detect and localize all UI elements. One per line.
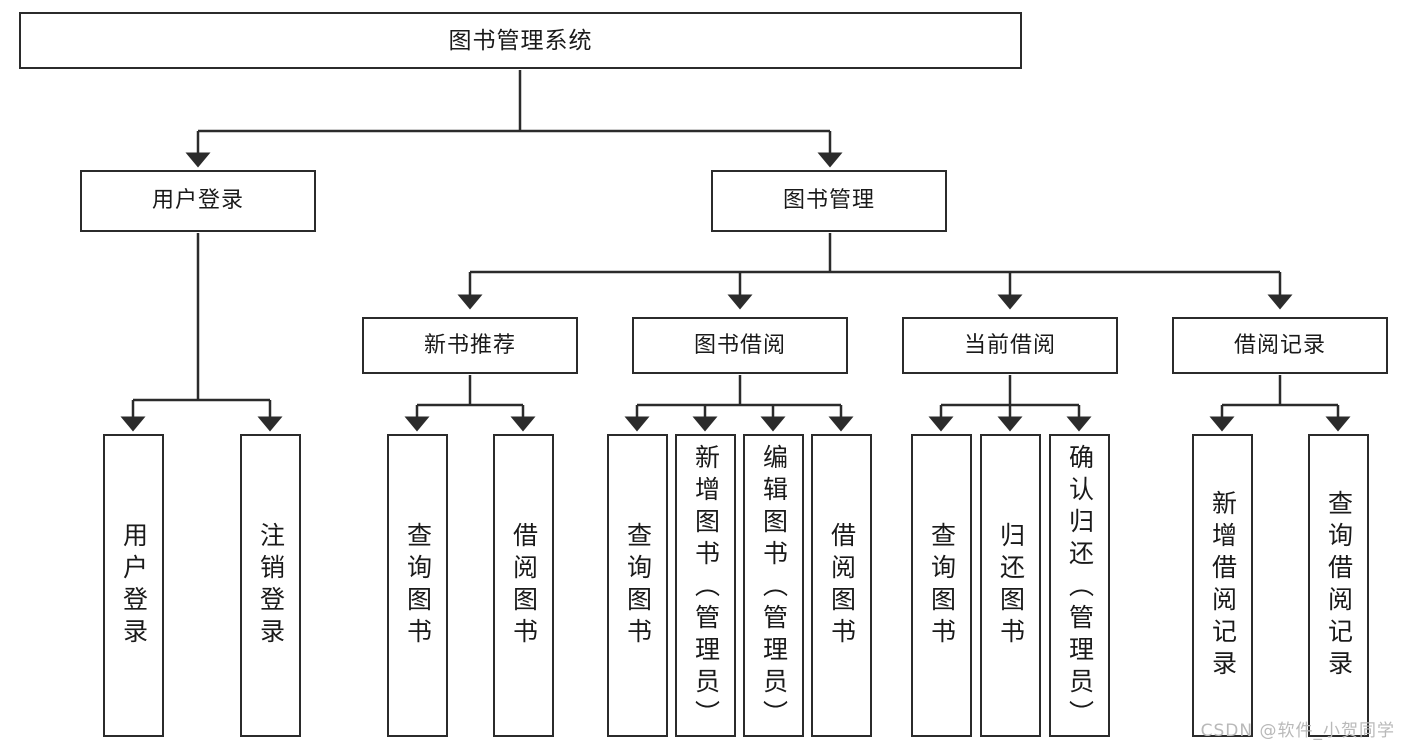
node-label: 借阅记录 — [1233, 332, 1326, 358]
leaf-borrow-add-book-admin[interactable]: 新增图书（管理员） — [675, 434, 736, 737]
node-new-book-recommend[interactable]: 新书推荐 — [362, 317, 578, 374]
leaf-borrow-edit-book-admin[interactable]: 编辑图书（管理员） — [743, 434, 804, 737]
leaf-user-login[interactable]: 用户登录 — [103, 434, 164, 737]
node-label: 注销登录 — [256, 521, 286, 650]
leaf-record-query-record[interactable]: 查询借阅记录 — [1308, 434, 1369, 737]
node-label: 图书借阅 — [693, 332, 786, 358]
leaf-current-query-book[interactable]: 查询图书 — [911, 434, 972, 737]
node-label: 编辑图书（管理员） — [759, 444, 789, 732]
node-label: 新书推荐 — [423, 332, 516, 358]
node-label: 查询借阅记录 — [1324, 489, 1354, 682]
node-label: 借阅图书 — [827, 521, 857, 650]
node-label: 新增图书（管理员） — [691, 444, 721, 732]
node-label: 新增借阅记录 — [1208, 489, 1238, 682]
node-label: 图书管理系统 — [448, 27, 593, 54]
node-label: 查询图书 — [927, 521, 957, 650]
leaf-borrow-query-book[interactable]: 查询图书 — [607, 434, 668, 737]
leaf-current-confirm-return-admin[interactable]: 确认归还（管理员） — [1049, 434, 1110, 737]
node-label: 归还图书 — [996, 521, 1026, 650]
csdn-watermark: CSDN @软件_小贺同学 — [1200, 721, 1395, 741]
node-label: 用户登录 — [151, 188, 244, 213]
leaf-newbook-query-book[interactable]: 查询图书 — [387, 434, 448, 737]
node-label: 当前借阅 — [963, 332, 1056, 358]
leaf-current-return-book[interactable]: 归还图书 — [980, 434, 1041, 737]
node-label: 图书管理 — [782, 188, 875, 213]
node-current-borrow[interactable]: 当前借阅 — [902, 317, 1118, 374]
node-label: 查询图书 — [403, 521, 433, 650]
node-user-login[interactable]: 用户登录 — [80, 170, 316, 232]
node-label: 借阅图书 — [509, 521, 539, 650]
node-borrow-record[interactable]: 借阅记录 — [1172, 317, 1388, 374]
node-label: 查询图书 — [623, 521, 653, 650]
node-root-system[interactable]: 图书管理系统 — [19, 12, 1022, 69]
node-label: 确认归还（管理员） — [1065, 444, 1095, 732]
leaf-borrow-borrow-book[interactable]: 借阅图书 — [811, 434, 872, 737]
node-book-management[interactable]: 图书管理 — [711, 170, 947, 232]
node-label: 用户登录 — [119, 521, 149, 650]
leaf-newbook-borrow-book[interactable]: 借阅图书 — [493, 434, 554, 737]
leaf-record-add-record[interactable]: 新增借阅记录 — [1192, 434, 1253, 737]
leaf-user-logout[interactable]: 注销登录 — [240, 434, 301, 737]
node-book-borrow[interactable]: 图书借阅 — [632, 317, 848, 374]
